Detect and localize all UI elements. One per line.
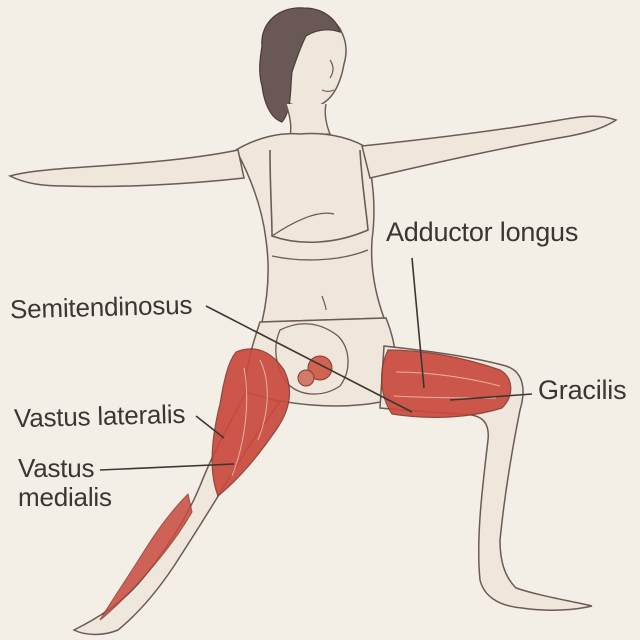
right-leg <box>379 345 593 611</box>
label-gracilis: Gracilis <box>538 375 627 405</box>
leader-vastus-medialis <box>99 463 235 471</box>
label-vastus-medialis: Vastus medialis <box>18 454 138 511</box>
leader-semitendinosus <box>205 305 413 413</box>
label-semitendinosus: Semitendinosus <box>9 289 193 325</box>
label-vastus-medialis-line1: Vastus <box>18 453 95 483</box>
leader-vastus-lateralis <box>195 415 225 439</box>
arms <box>7 115 618 188</box>
torso <box>235 103 386 323</box>
left-leg <box>72 348 291 636</box>
label-vastus-lateralis: Vastus lateralis <box>13 398 186 434</box>
leader-gracilis <box>449 393 533 401</box>
leader-lines <box>99 257 533 471</box>
label-adductor-longus: Adductor longus <box>386 217 579 247</box>
leader-adductor-longus <box>411 257 425 389</box>
hair <box>259 7 341 123</box>
label-vastus-medialis-line2: medialis <box>18 481 112 512</box>
head <box>259 7 347 123</box>
